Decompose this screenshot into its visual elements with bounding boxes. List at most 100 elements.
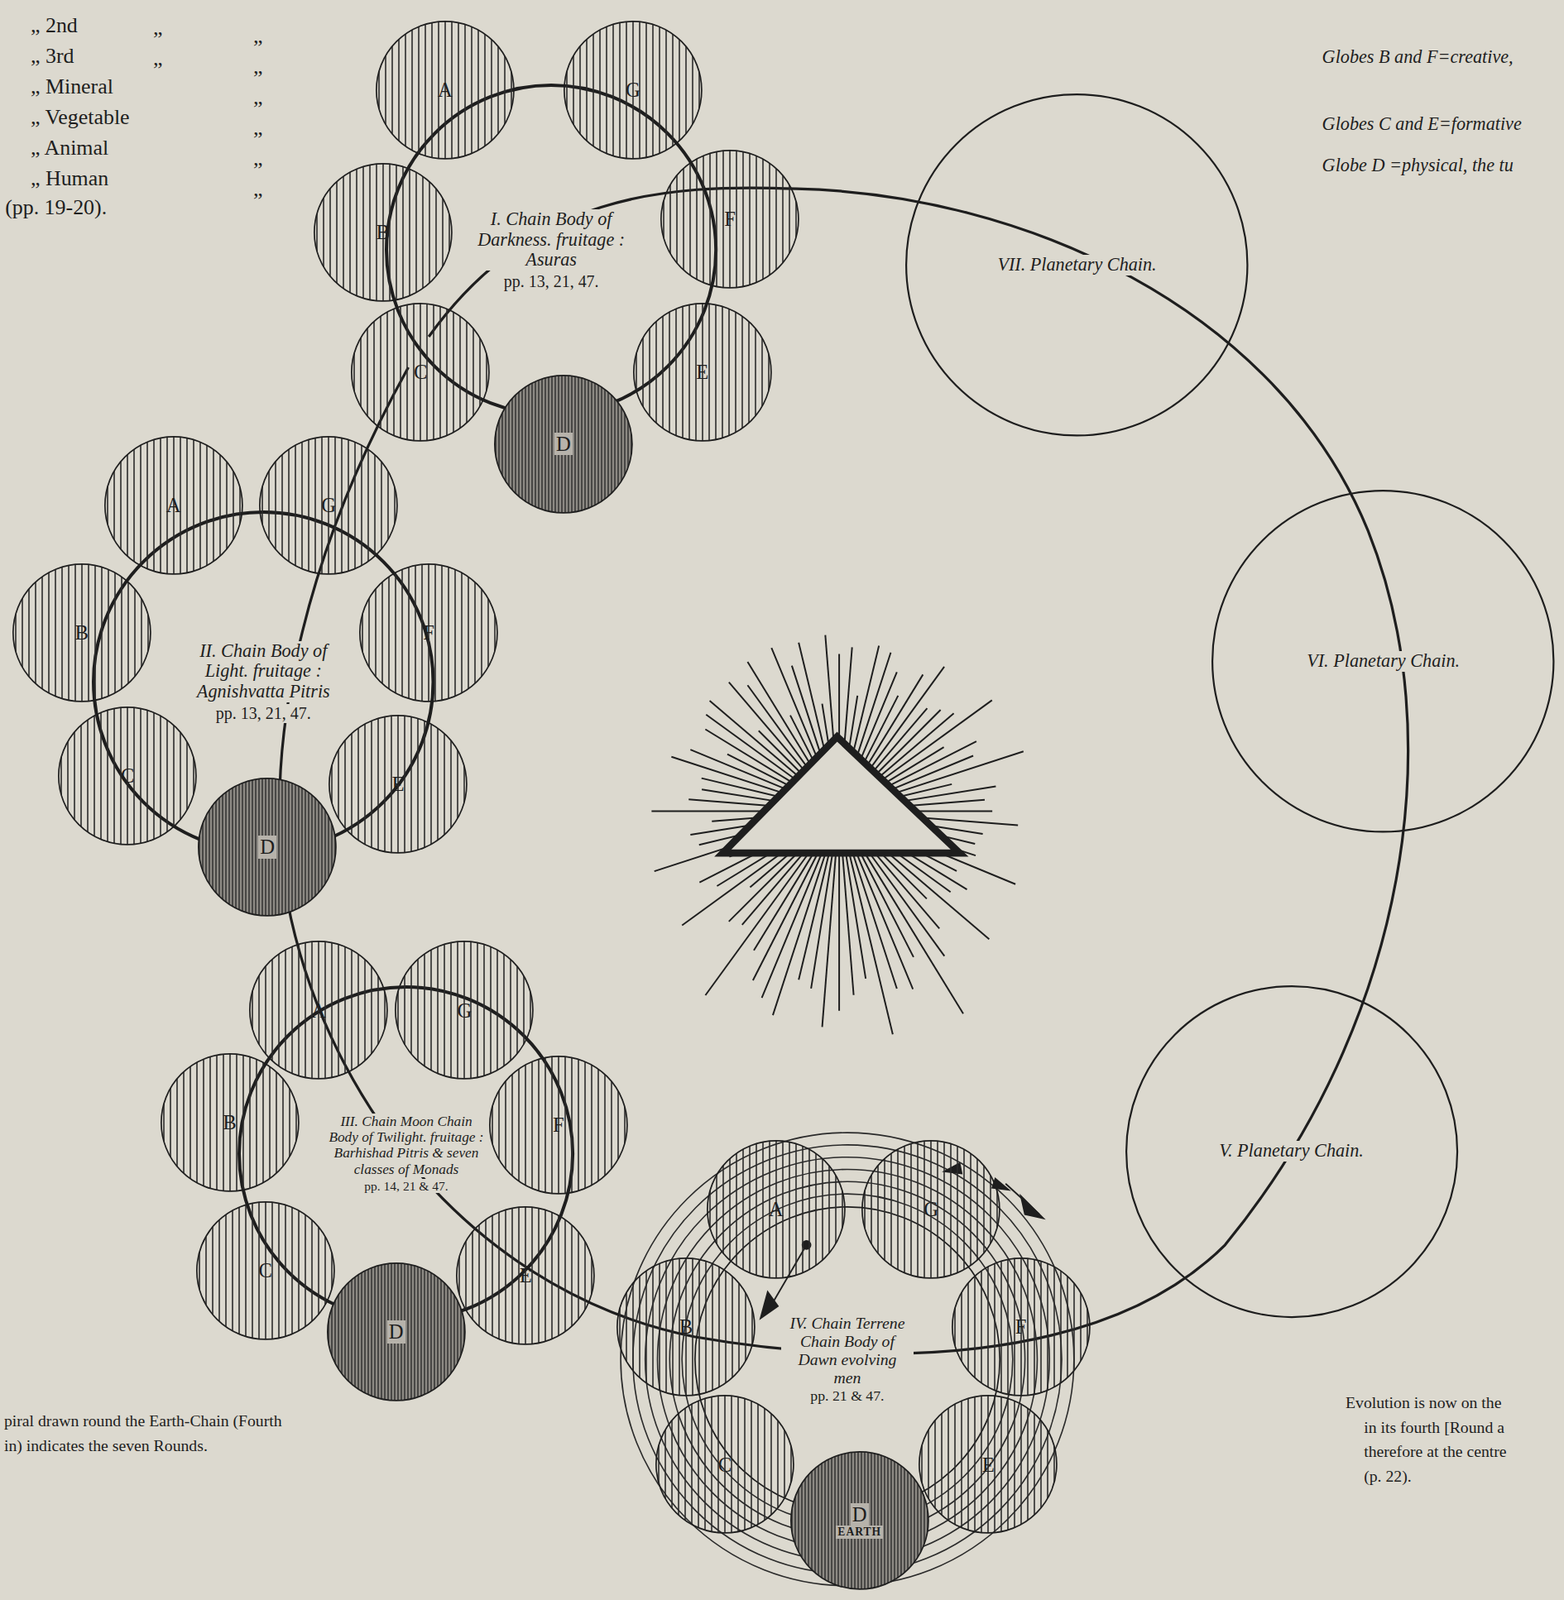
node-text: B	[199, 1053, 261, 1193]
globe-circle: F	[489, 1055, 629, 1195]
globe-circle: G	[394, 940, 534, 1080]
node-label: F	[722, 207, 738, 231]
node-sublabel: pp. 13, 21, 47.	[502, 272, 601, 291]
annotation-text: piral drawn round the Earth-Chain (Fourt…	[4, 1412, 283, 1431]
outline-circle	[13, 564, 151, 702]
physical-globe: D	[494, 374, 634, 514]
node-label: C	[716, 1453, 734, 1478]
glory-rays	[651, 635, 1023, 1036]
ray-line	[857, 848, 913, 958]
globe-circle: C	[57, 706, 197, 846]
node-label: D	[387, 1320, 406, 1344]
annotation-text: „	[153, 16, 164, 40]
annotation-text: Globes B and F=creative,	[1322, 47, 1514, 68]
node-text: B	[51, 563, 113, 703]
node-label: IV. Chain Terrene Chain Body of Dawn evo…	[781, 1314, 914, 1387]
globe-circle: G	[563, 20, 703, 160]
outline-circle	[656, 1396, 794, 1534]
node-sublabel: pp. 21 & 47.	[808, 1388, 886, 1406]
globe-circle: F	[660, 149, 800, 289]
ray-line	[710, 700, 809, 786]
node-label: F	[1013, 1315, 1029, 1339]
globe-circle: F	[951, 1257, 1091, 1397]
annotation-text: (p. 22).	[1363, 1468, 1412, 1487]
node-text: A	[287, 940, 350, 1080]
ray-line	[753, 848, 821, 982]
node-text: VII. Planetary Chain.	[954, 93, 1200, 437]
globe-circle: G	[259, 436, 399, 576]
node-label: B	[220, 1111, 238, 1135]
outline-circle	[259, 436, 398, 575]
annotation-text: in its fourth [Round a	[1363, 1419, 1505, 1438]
node-label: E	[390, 772, 407, 797]
globe-circle: B	[313, 163, 453, 303]
node-text: B	[352, 163, 414, 303]
annotation-text: „	[253, 177, 264, 202]
ray-line	[860, 674, 923, 777]
outline-circle	[494, 375, 633, 514]
node-label: I. Chain Body of Darkness. fruitage : As…	[474, 209, 629, 272]
ray-line	[729, 682, 813, 781]
globe-circle: G	[861, 1140, 1001, 1280]
annotation-text: in) indicates the seven Rounds.	[4, 1437, 208, 1456]
node-label: F	[551, 1113, 567, 1138]
node-label: A	[164, 494, 183, 518]
globe-circle: B	[160, 1053, 300, 1193]
node-label: E	[518, 1264, 534, 1288]
physical-globe: D	[326, 1262, 466, 1402]
outline-circle	[161, 1054, 299, 1192]
annotation-text: „	[253, 55, 264, 79]
globe-circle: A	[706, 1140, 846, 1280]
node-label: B	[374, 220, 391, 245]
node-label: II. Chain Body of Light. fruitage : Agni…	[173, 641, 353, 704]
globe-circle: E	[455, 1206, 595, 1346]
annotation-text: „ Vegetable	[30, 105, 130, 130]
globe-circle: F	[359, 563, 499, 703]
outline-circle	[1126, 986, 1458, 1318]
node-text: F	[398, 563, 460, 703]
globe-circle: B	[12, 563, 152, 703]
globe-circle: E	[328, 714, 468, 854]
node-text: C	[694, 1395, 756, 1535]
outline-circle	[489, 1055, 628, 1194]
ray-line	[705, 714, 806, 788]
node-text: E	[671, 302, 734, 442]
outline-circle	[661, 150, 799, 288]
annotation-text: „	[153, 47, 164, 71]
node-label: D	[258, 835, 277, 859]
annotation-text: „ Human	[30, 167, 109, 191]
ray-line	[705, 844, 816, 996]
globe-circle: E	[633, 302, 773, 442]
node-text: G	[602, 20, 664, 160]
annotation-text: „ 2nd	[30, 14, 78, 38]
node-label: C	[119, 764, 136, 788]
node-text: G	[297, 436, 360, 576]
globe-circle: E	[918, 1395, 1058, 1535]
outline-circle	[707, 1141, 845, 1279]
annotation-text: „	[253, 86, 264, 110]
outline-circle	[617, 1258, 755, 1397]
node-text: D	[532, 374, 595, 514]
node-label: E	[980, 1453, 997, 1478]
node-text: A	[745, 1140, 807, 1280]
node-label: G	[623, 78, 643, 102]
node-text: DEARTH	[829, 1451, 891, 1591]
ray-line	[845, 851, 866, 979]
node-label: A	[436, 78, 455, 102]
node-text: D	[236, 777, 298, 917]
node-label: E	[694, 360, 711, 384]
annotation-text: (pp. 19-20).	[4, 196, 107, 220]
globe-circle: B	[616, 1257, 756, 1397]
node-text: I. Chain Body of Darkness. fruitage : As…	[474, 83, 629, 417]
node-text: G	[900, 1140, 962, 1280]
ray-line	[849, 851, 893, 1036]
node-text: II. Chain Body of Light. fruitage : Agni…	[173, 510, 353, 854]
annotation-text: „	[253, 24, 264, 48]
globe-circle: A	[249, 940, 389, 1080]
node-text: E	[367, 714, 429, 854]
ray-line	[747, 685, 816, 778]
node-label: G	[319, 494, 338, 518]
node-label: C	[412, 360, 429, 384]
annotation-text: „	[253, 147, 264, 171]
